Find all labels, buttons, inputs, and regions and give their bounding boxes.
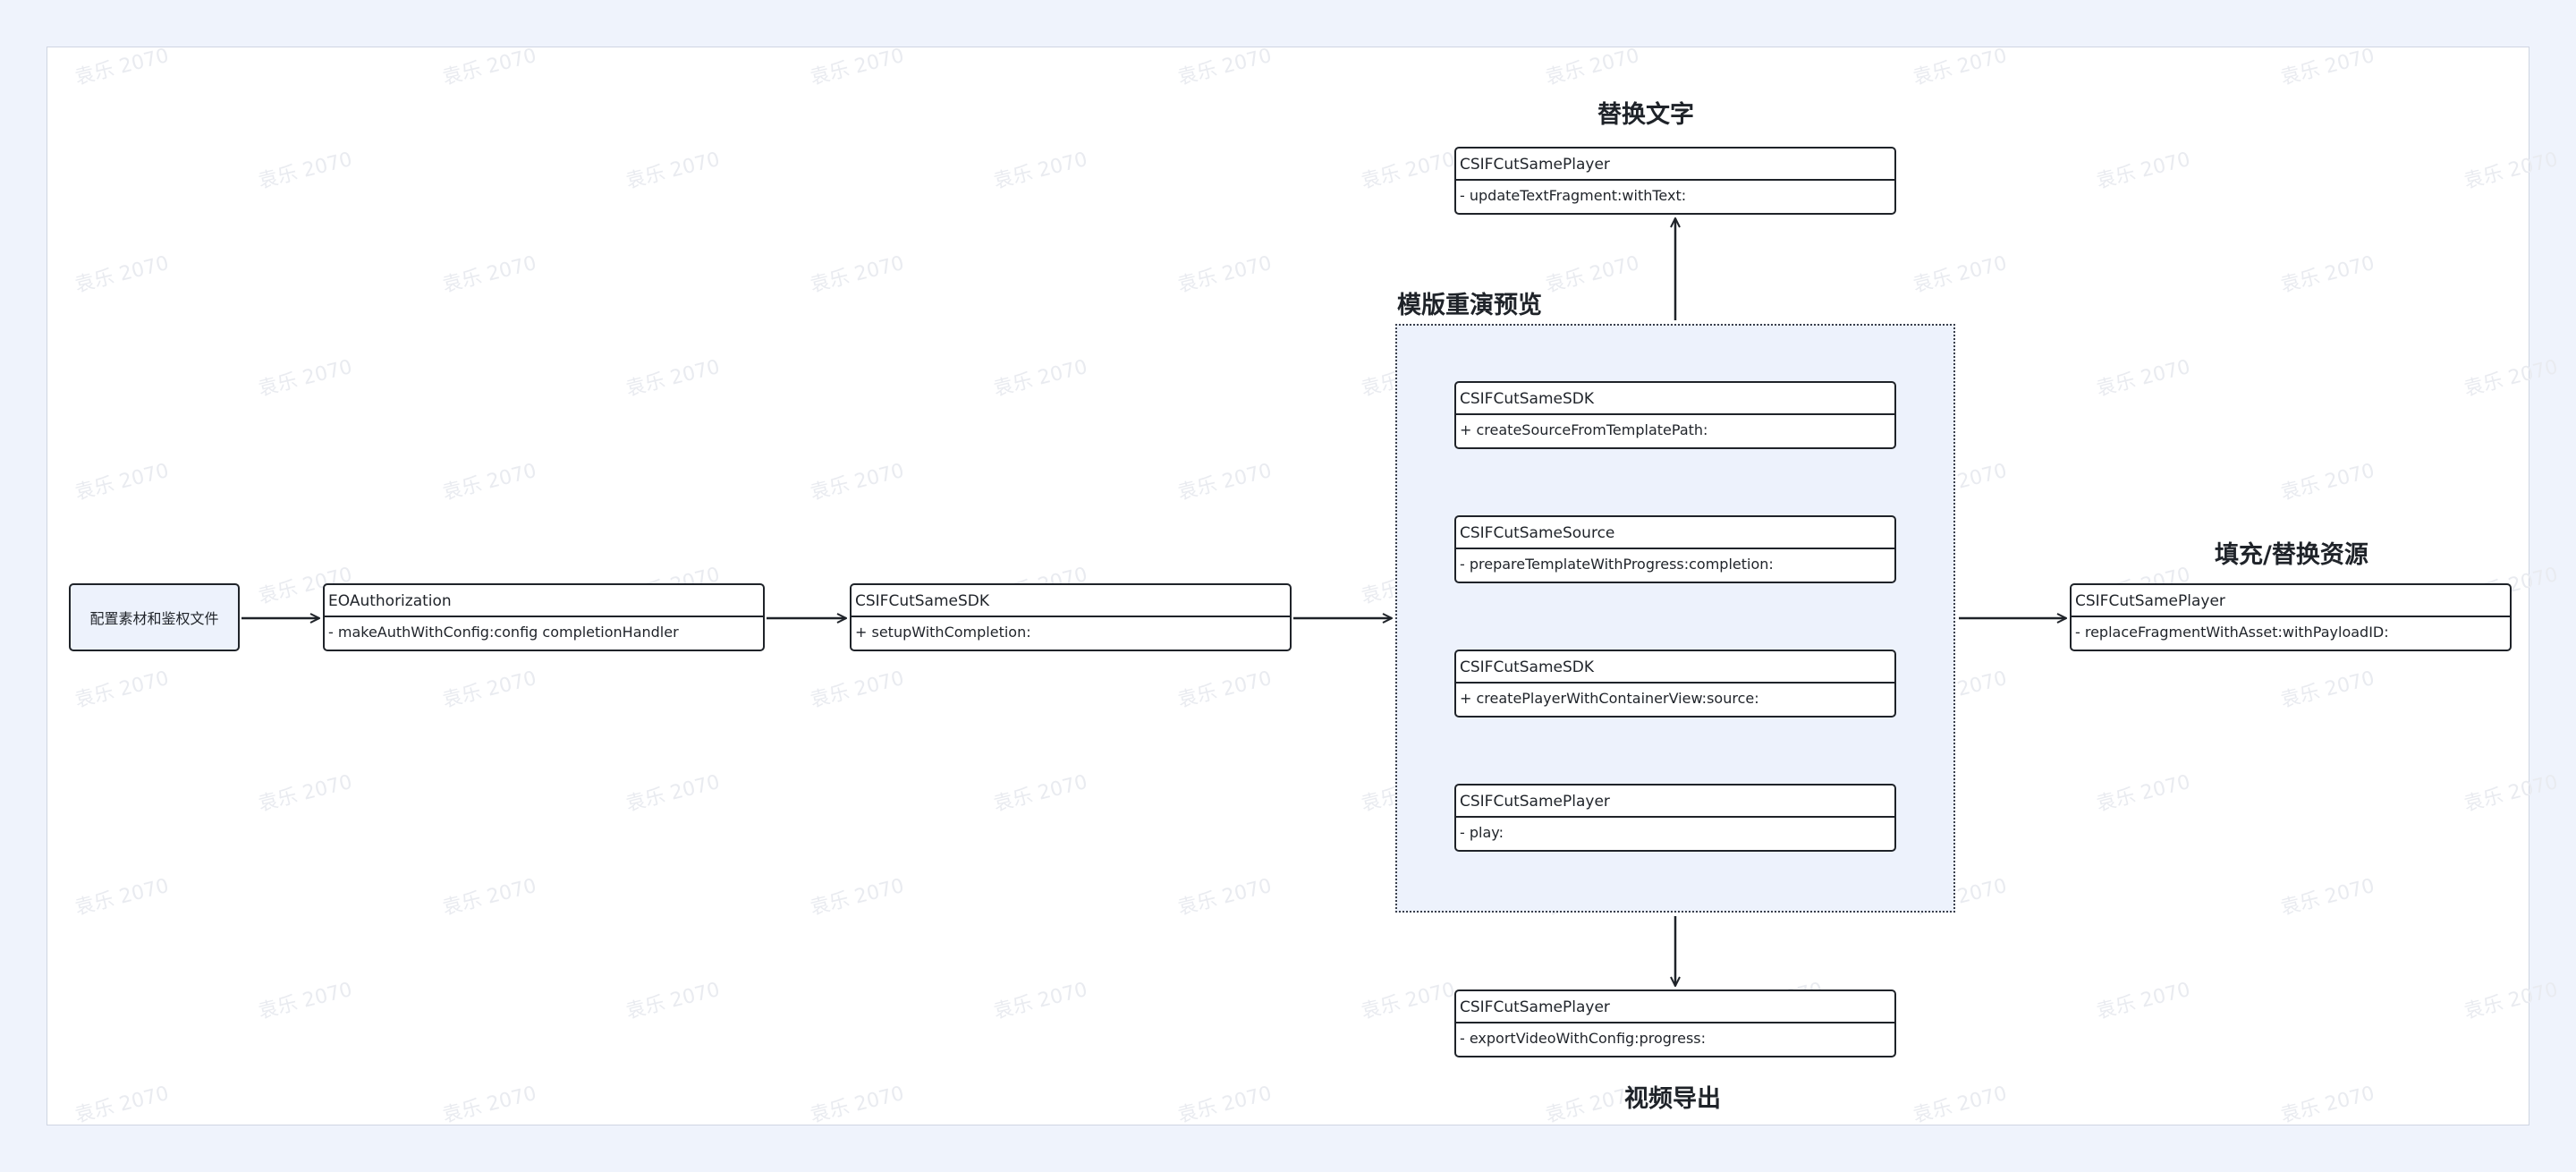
class-box-create-player: CSIFCutSameSDK + createPlayerWithContain… [1454,650,1896,718]
class-method: - updateTextFragment:withText: [1460,187,1687,204]
class-box-auth: EOAuthorization - makeAuthWithConfig:con… [323,583,765,651]
class-name: CSIFCutSamePlayer [1456,149,1894,181]
class-name: CSIFCutSamePlayer [2072,585,2510,617]
title-replace-text: 替换文字 [1597,101,1694,129]
class-box-update-text: CSIFCutSamePlayer - updateTextFragment:w… [1454,147,1896,215]
class-name: CSIFCutSameSDK [1456,383,1894,415]
class-name: EOAuthorization [325,585,763,617]
class-method: - exportVideoWithConfig:progress: [1460,1030,1707,1047]
class-method: - replaceFragmentWithAsset:withPayloadID… [2075,624,2389,641]
start-node: 配置素材和鉴权文件 [69,583,240,651]
class-name: CSIFCutSameSource [1456,517,1894,549]
title-fill-replace: 填充/替换资源 [2215,541,2368,569]
start-node-label: 配置素材和鉴权文件 [89,610,219,627]
class-name: CSIFCutSameSDK [1456,651,1894,684]
class-name: CSIFCutSamePlayer [1456,991,1894,1023]
class-box-export-video: CSIFCutSamePlayer - exportVideoWithConfi… [1454,989,1896,1057]
class-method: - prepareTemplateWithProgress:completion… [1460,556,1774,573]
class-method: + setupWithCompletion: [855,624,1031,641]
class-name: CSIFCutSameSDK [852,585,1290,617]
class-method: + createSourceFromTemplatePath: [1460,421,1708,438]
class-box-create-source: CSIFCutSameSDK + createSourceFromTemplat… [1454,381,1896,449]
title-video-export: 视频导出 [1624,1085,1721,1113]
title-template-preview: 模版重演预览 [1397,292,1542,319]
class-box-play: CSIFCutSamePlayer - play: [1454,784,1896,852]
class-name: CSIFCutSamePlayer [1456,786,1894,818]
class-box-setup: CSIFCutSameSDK + setupWithCompletion: [850,583,1292,651]
class-box-prepare-template: CSIFCutSameSource - prepareTemplateWithP… [1454,515,1896,583]
class-method: + createPlayerWithContainerView:source: [1460,690,1759,707]
class-method: - play: [1460,824,1504,841]
class-box-replace-asset: CSIFCutSamePlayer - replaceFragmentWithA… [2070,583,2512,651]
class-method: - makeAuthWithConfig:config completionHa… [328,624,679,641]
